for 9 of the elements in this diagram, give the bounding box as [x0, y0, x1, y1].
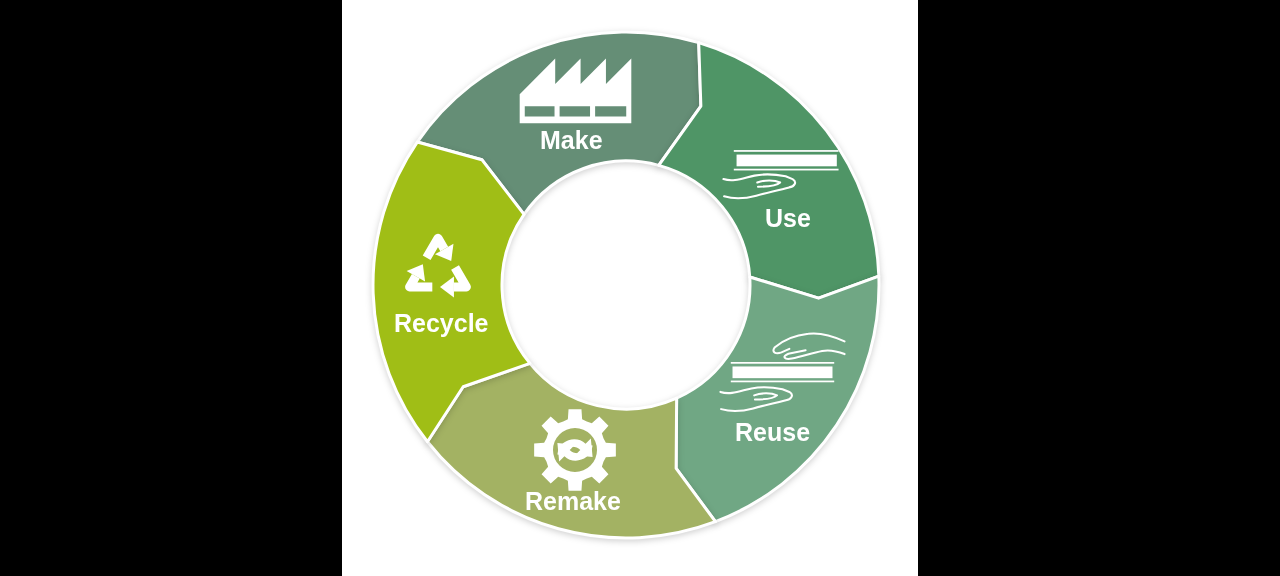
stage-label: Make: [540, 127, 603, 155]
stage-label: Use: [765, 205, 811, 233]
stage-label: Remake: [525, 488, 621, 516]
stage-label: Reuse: [735, 419, 811, 447]
ring-segment: [372, 141, 531, 443]
stage-label: Recycle: [394, 310, 489, 338]
ring-segment: [657, 41, 880, 300]
ring-segment: [675, 275, 880, 523]
ring-segment: [426, 362, 717, 539]
